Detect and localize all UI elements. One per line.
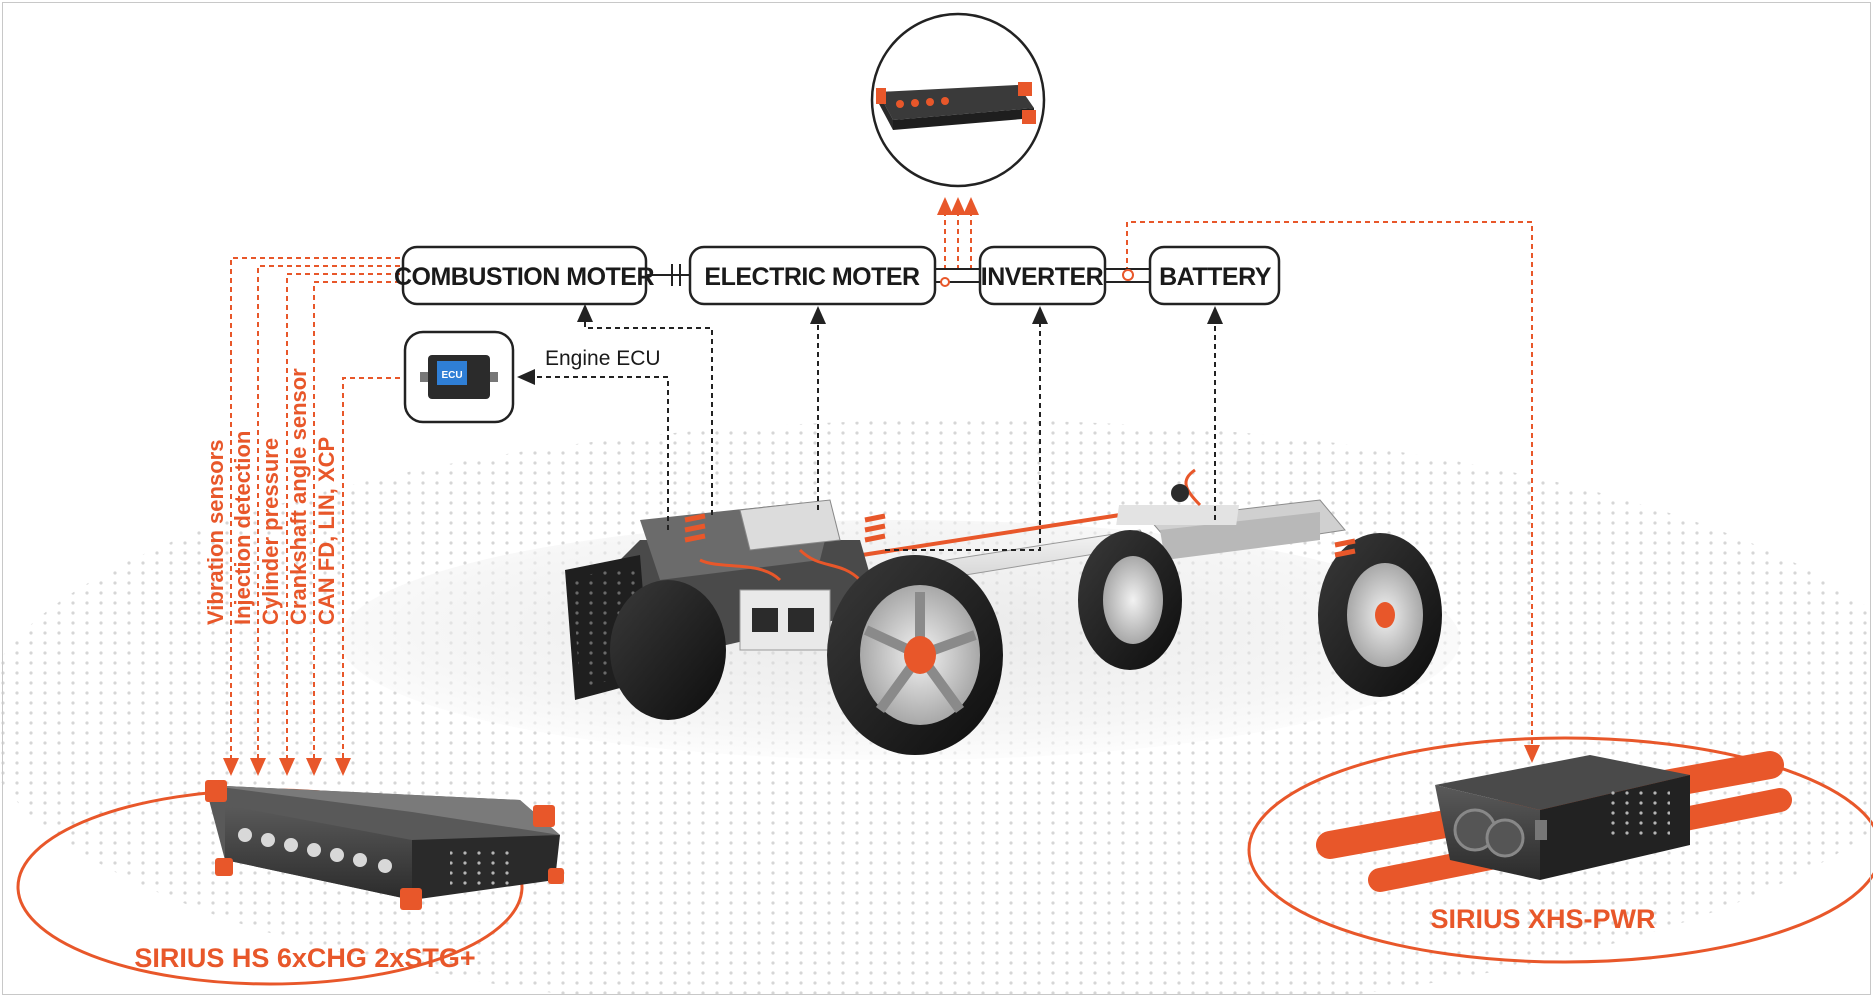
uplink-arrows [937, 197, 979, 270]
signal-label-can: CAN FD, LIN, XCP [314, 437, 339, 625]
data-logger-device-icon [876, 82, 1036, 130]
right-device-group: SIRIUS XHS-PWR [1247, 736, 1873, 964]
sirius-hs-device-icon [205, 780, 564, 910]
ecu-device-icon: ECU [420, 355, 498, 399]
rear-left-wheel [1078, 530, 1182, 670]
node-inverter: INVERTER [978, 245, 1107, 306]
engine-ecu-box: ECU [403, 330, 515, 424]
node-electric-moter: ELECTRIC MOTER [688, 245, 937, 306]
signal-label-injection: Injection detection [230, 431, 255, 625]
ecu-screen-text: ECU [441, 370, 462, 381]
front-left-wheel [610, 580, 726, 720]
chassis-link-lines [517, 304, 1223, 551]
engine-ecu-label: Engine ECU [545, 347, 661, 370]
left-device-group: SIRIUS HS 6xCHG 2xSTG+ [16, 780, 564, 986]
signal-label-vibration: Vibration sensors [203, 440, 228, 625]
signal-label-cylinder: Cylinder pressure [258, 438, 283, 625]
signal-labels: Vibration sensors Injection detection Cy… [203, 368, 339, 625]
node-battery: BATTERY [1148, 245, 1281, 306]
node-combustion-moter: COMBUSTION MOTER [394, 245, 655, 306]
sirius-xhs-pwr-device-icon [1316, 751, 1792, 892]
battery-pack-illustration [1116, 468, 1346, 560]
data-logger-circle [870, 12, 1046, 188]
node-electric-label: ELECTRIC MOTER [704, 263, 920, 291]
ev-chassis-illustration [565, 468, 1442, 755]
node-battery-label: BATTERY [1159, 263, 1272, 291]
rear-right-wheel [1318, 533, 1442, 697]
signal-label-crankshaft: Crankshaft angle sensor [286, 368, 311, 625]
right-device-label: SIRIUS XHS-PWR [1430, 904, 1655, 934]
right-device-ellipse [1247, 736, 1873, 964]
node-inverter-label: INVERTER [981, 263, 1104, 291]
battery-to-pwr-line [1126, 221, 1540, 763]
node-connectors [645, 264, 1150, 287]
left-device-label: SIRIUS HS 6xCHG 2xSTG+ [134, 943, 475, 973]
signal-lines-left [223, 257, 400, 776]
front-right-wheel [827, 555, 1003, 755]
node-combustion-label: COMBUSTION MOTER [394, 263, 654, 291]
